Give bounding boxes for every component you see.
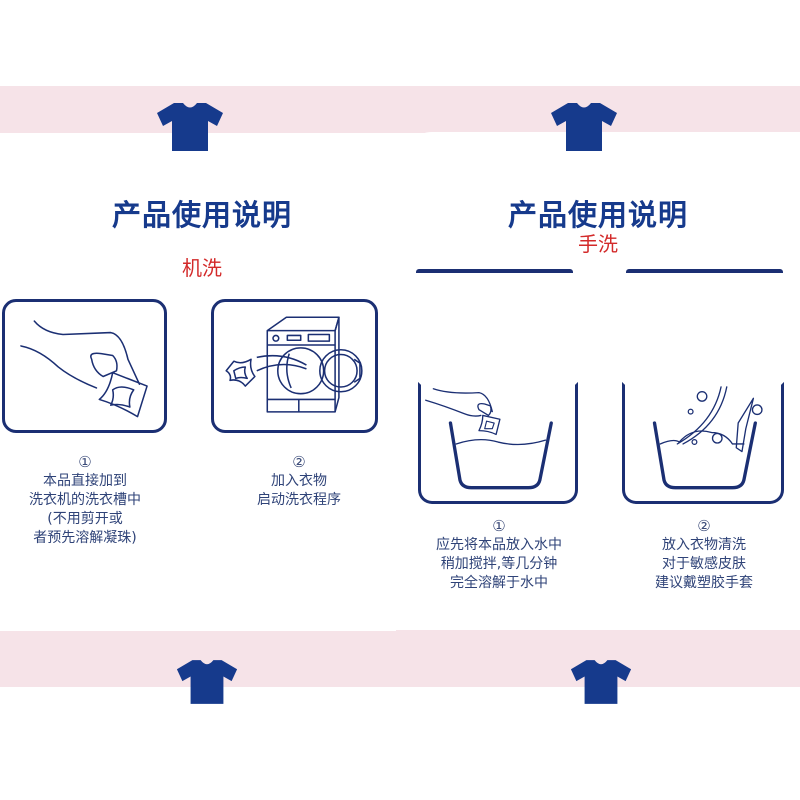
- step-line: 放入衣物清洗: [662, 537, 746, 553]
- step-line: 洗衣机的洗衣槽中: [29, 492, 141, 508]
- next-card: [0, 687, 404, 800]
- step-line: 启动洗衣程序: [257, 492, 341, 508]
- frame-top-edge: [416, 269, 573, 273]
- step-2-illustration-frame: [211, 299, 378, 433]
- hand-holding-pod-illustration: [20, 320, 148, 418]
- page-title: 产品使用说明: [111, 198, 292, 232]
- step-number: ②: [292, 453, 306, 471]
- card-top-remnant: [396, 0, 800, 86]
- step-line: (不用剪开或: [47, 511, 123, 527]
- step-line: 稍加搅拌,等几分钟: [440, 556, 558, 572]
- step-line: 者预先溶解凝珠): [33, 530, 137, 546]
- next-card: [404, 687, 800, 800]
- step-1-text: ① 本品直接加到 洗衣机的洗衣槽中 (不用剪开或 者预先溶解凝珠): [0, 453, 170, 548]
- step-2-illustration-frame: [622, 382, 784, 504]
- step-number: ①: [78, 453, 92, 471]
- step-number: ①: [492, 517, 506, 535]
- step-line: 加入衣物: [271, 473, 327, 489]
- hand-wash-panel: 产品使用说明 手洗: [396, 0, 800, 800]
- step-2-text: ② 加入衣物 启动洗衣程序: [214, 453, 384, 510]
- step-line: 完全溶解于水中: [450, 575, 548, 591]
- step-2-text: ② 放入衣物清洗 对于敏感皮肤 建议戴塑胶手套: [616, 517, 792, 593]
- step-1-illustration-frame: [2, 299, 167, 433]
- step-line: 本品直接加到: [43, 473, 127, 489]
- pod-into-basin-illustration: [425, 388, 553, 490]
- step-1-text: ① 应先将本品放入水中 稍加搅拌,等几分钟 完全溶解于水中: [410, 517, 588, 593]
- clothes-in-basin-illustration: [652, 386, 763, 490]
- card-top-remnant: [0, 0, 404, 72]
- step-1-illustration-frame: [418, 382, 578, 504]
- step-line: 建议戴塑胶手套: [655, 575, 753, 591]
- machine-wash-panel: 产品使用说明 机洗: [0, 0, 404, 800]
- tshirt-icon: [176, 659, 238, 705]
- step-line: 对于敏感皮肤: [662, 556, 746, 572]
- page-title: 产品使用说明: [507, 198, 688, 232]
- tshirt-icon: [550, 103, 618, 151]
- step-number: ②: [697, 517, 711, 535]
- frame-top-edge: [626, 269, 783, 273]
- tshirt-icon: [570, 659, 632, 705]
- instruction-card: [404, 132, 800, 630]
- tshirt-icon: [156, 103, 224, 151]
- wash-mode-label: 机洗: [182, 256, 222, 280]
- washing-machine-illustration: [225, 316, 363, 413]
- step-line: 应先将本品放入水中: [436, 537, 562, 553]
- wash-mode-label: 手洗: [578, 232, 618, 256]
